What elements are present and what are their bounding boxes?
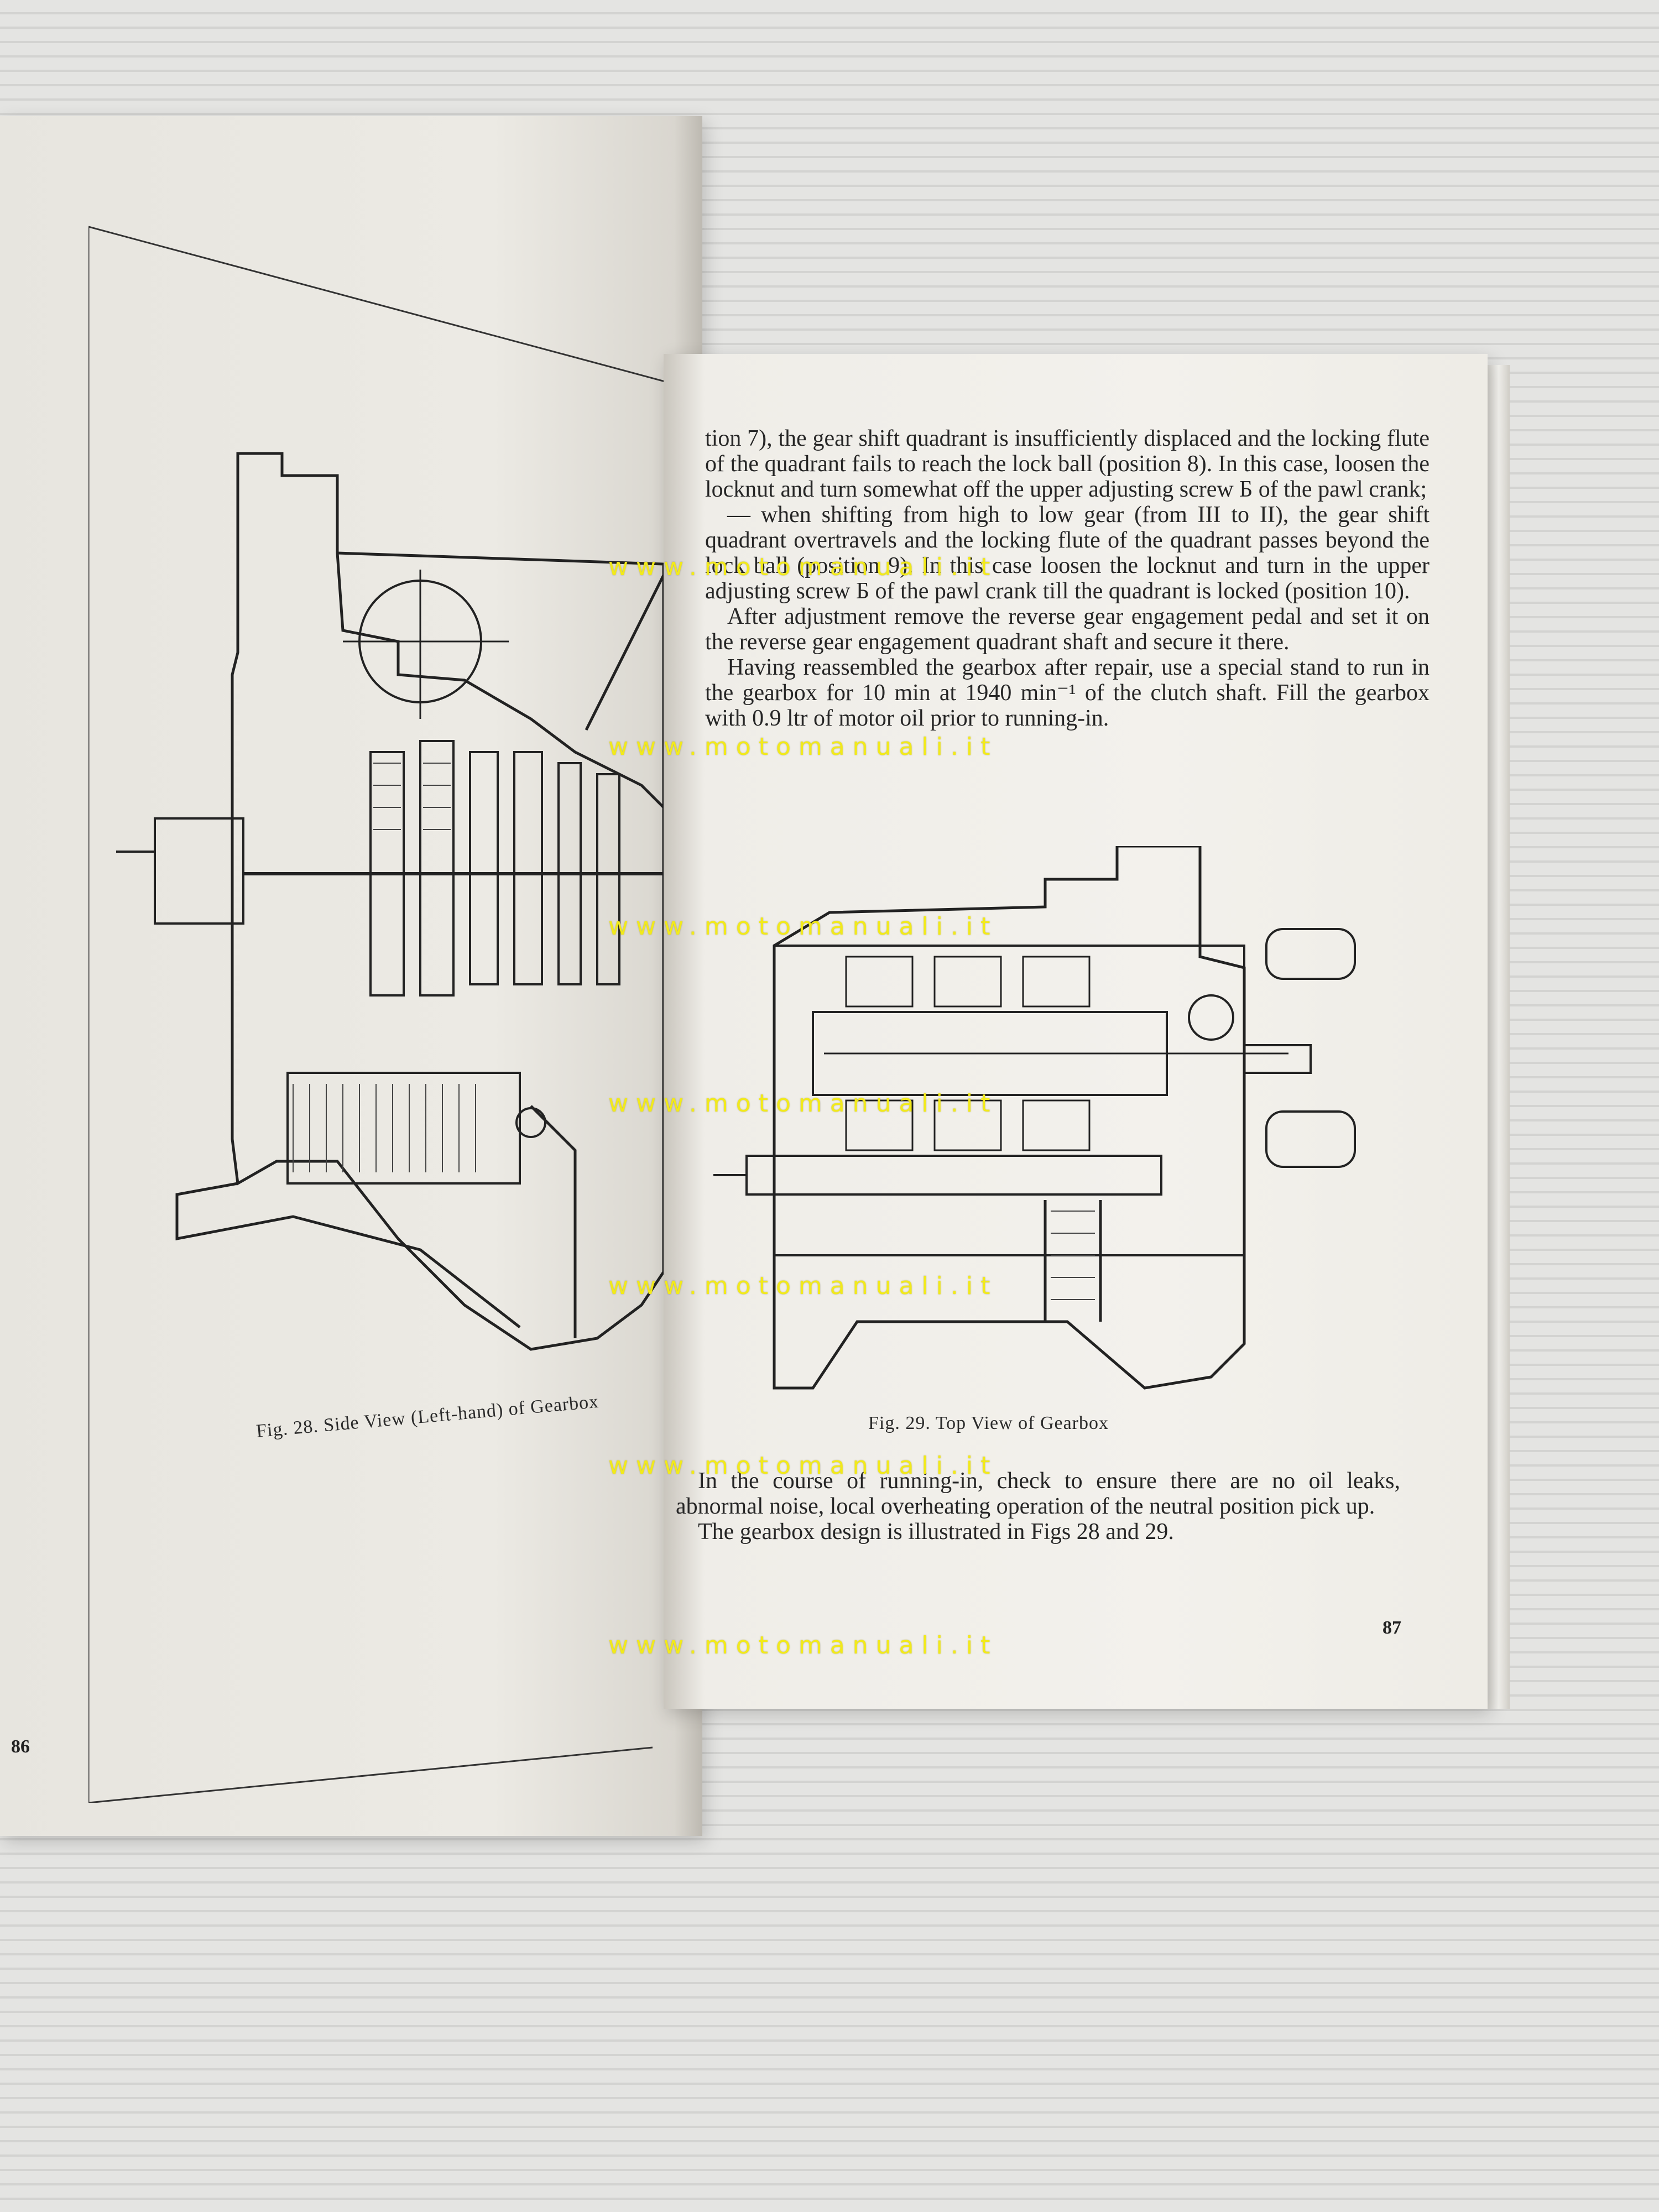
right-page: tion 7), the gear shift quadrant is insu… — [664, 354, 1488, 1709]
page-number-left: 86 — [11, 1736, 30, 1757]
page-number-right: 87 — [1383, 1618, 1401, 1638]
watermark-text: www.motomanuali.it — [608, 1631, 998, 1660]
right-page-body-text: tion 7), the gear shift quadrant is insu… — [705, 426, 1430, 731]
watermark-text: www.motomanuali.it — [608, 912, 998, 941]
left-page-frame — [88, 226, 686, 1803]
watermark-text: www.motomanuali.it — [608, 1452, 998, 1480]
paragraph: Having reassembled the gearbox after rep… — [705, 655, 1430, 731]
paragraph: The gearbox design is illustrated in Fig… — [698, 1519, 1174, 1545]
paragraph: — when shifting from high to low gear (f… — [705, 502, 1430, 604]
watermark-text: www.motomanuali.it — [608, 1272, 998, 1300]
left-page — [0, 116, 702, 1836]
paragraph: After adjustment remove the reverse gear… — [705, 604, 1430, 655]
right-page-closing-text: In the course of running-in, check to en… — [676, 1468, 1400, 1545]
watermark-text: www.motomanuali.it — [608, 733, 998, 761]
paragraph: tion 7), the gear shift quadrant is insu… — [705, 426, 1430, 502]
fig29-caption: Fig. 29. Top View of Gearbox — [868, 1413, 1109, 1433]
paragraph: In the course of running-in, check to en… — [676, 1468, 1400, 1519]
gearbox-side-view-drawing — [116, 452, 665, 1351]
book-page-edges — [1488, 365, 1510, 1709]
gearbox-top-view-drawing — [713, 846, 1356, 1390]
watermark-text: www.motomanuali.it — [608, 1089, 998, 1118]
watermark-text: www.motomanuali.it — [608, 553, 998, 581]
